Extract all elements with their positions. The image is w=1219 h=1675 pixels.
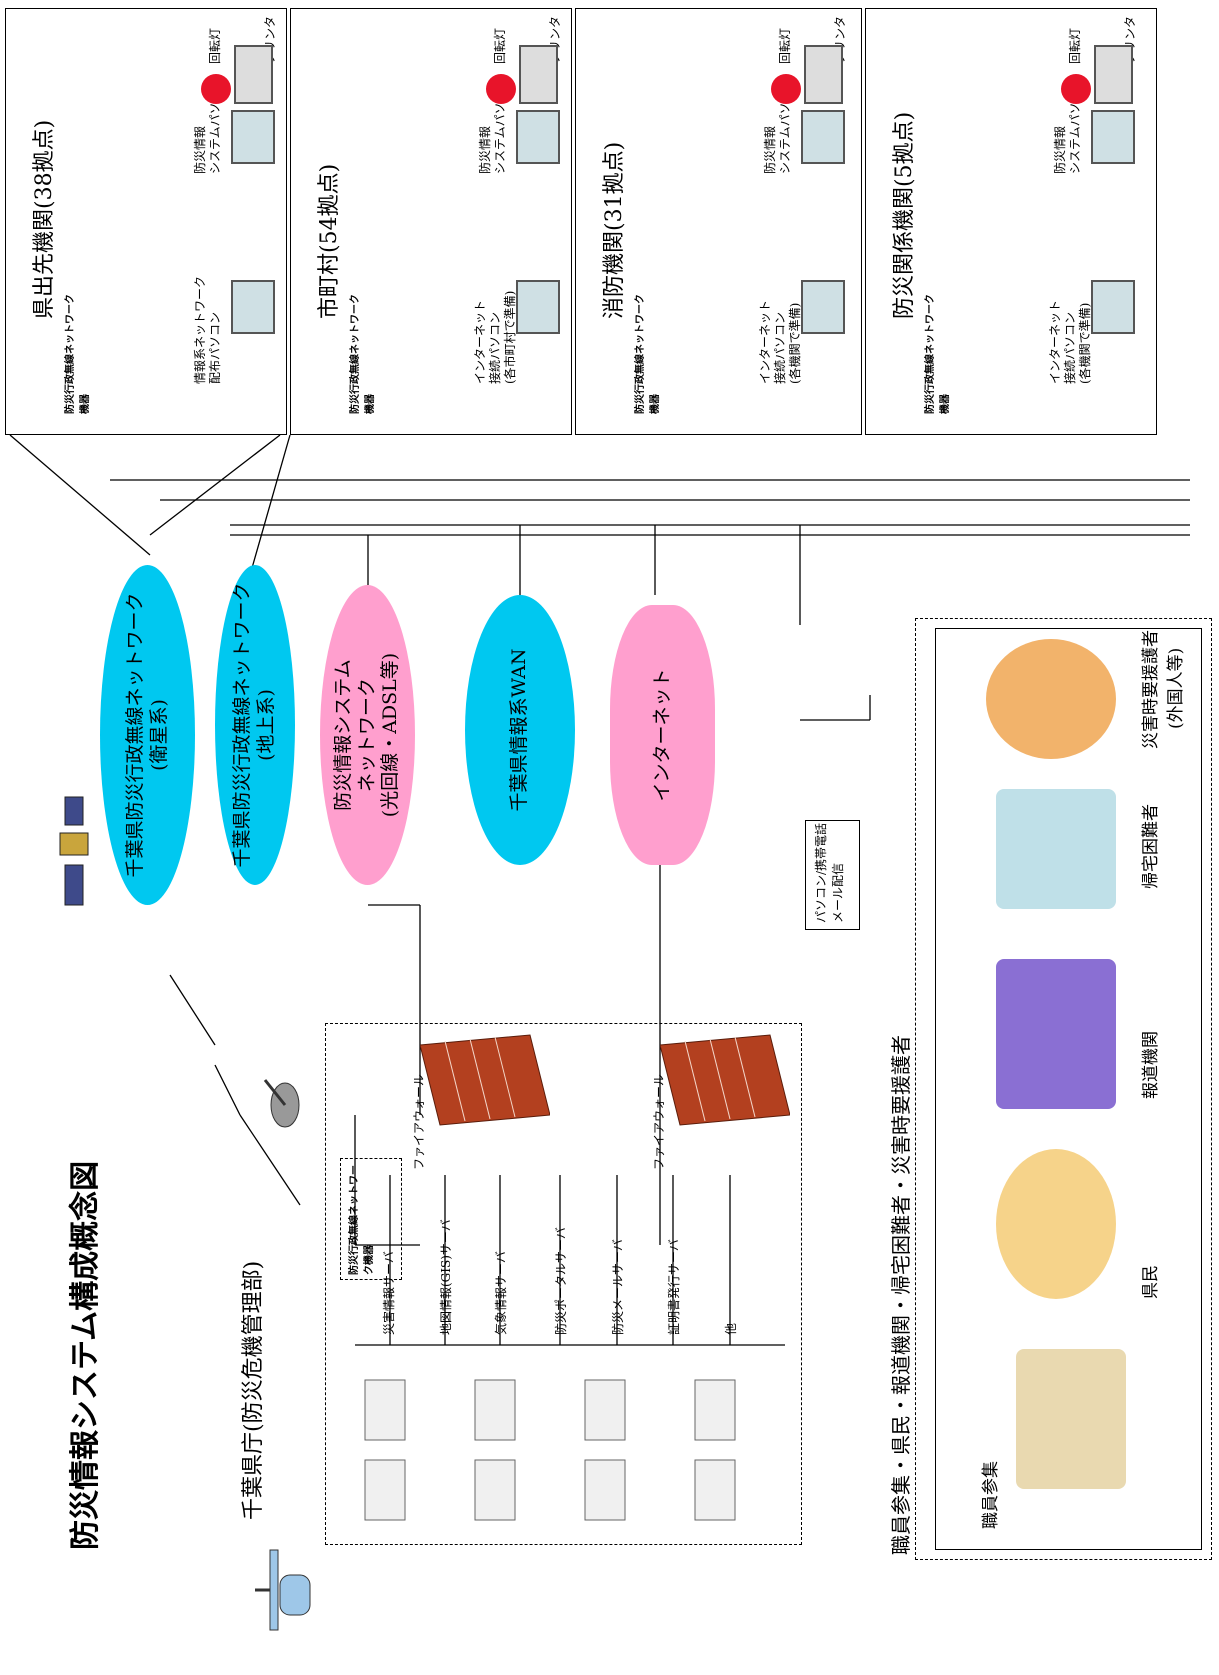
hq-radio-label: 防災行政無線ネットワーク機器 bbox=[349, 1165, 375, 1275]
site-panel: 県出先機関(38拠点) 防災行政無線ネットワーク機器 情報系ネットワーク 配布パ… bbox=[5, 8, 287, 435]
disaster-network-label: 防災情報システム bbox=[331, 659, 354, 811]
site-panel: 市町村(54拠点) 防災行政無線ネットワーク機器 インターネット 接続パソコン … bbox=[290, 8, 572, 435]
ground-network-label: 千葉県防災行政無線ネットワーク bbox=[231, 582, 254, 868]
beacon-icon bbox=[771, 74, 801, 104]
firewall-icon bbox=[419, 1025, 551, 1135]
recipient-label: 職員参集 bbox=[981, 1461, 1001, 1529]
site-title: 市町村(54拠点) bbox=[317, 163, 342, 319]
recipient-label: 報道機関 bbox=[1141, 1031, 1161, 1099]
beacon-icon bbox=[201, 74, 231, 104]
recipient-label: 県民 bbox=[1141, 1265, 1161, 1299]
internet-cloud: インターネット bbox=[610, 605, 715, 865]
server-label: 他 bbox=[724, 1322, 738, 1335]
site-beacon-label: 回転灯 bbox=[493, 27, 507, 64]
dish-antenna-icon bbox=[255, 1065, 315, 1135]
disaster-network-sub2: (光回線・ADSL等) bbox=[379, 652, 402, 818]
people-icon bbox=[986, 639, 1116, 759]
recipients-panel: 職員参集 県民 報道機関 帰宅困難者 災害時要援護者 (外国人等) bbox=[935, 628, 1202, 1550]
satellite-icon bbox=[30, 795, 130, 915]
pc-icon bbox=[1091, 110, 1135, 164]
site-beacon-label: 回転灯 bbox=[1068, 27, 1082, 64]
firewall-label: ファイアウォール bbox=[652, 1073, 666, 1170]
delivery-label-2: メール配信 bbox=[831, 862, 845, 923]
firewall-icon bbox=[659, 1025, 791, 1135]
pc-icon bbox=[516, 280, 560, 334]
satellite-network-sub: (衛星系) bbox=[147, 699, 170, 771]
firewall-label: ファイアウォール bbox=[412, 1073, 426, 1170]
site-radio-label: 防災行政無線ネットワーク機器 bbox=[65, 294, 91, 414]
server-label: 証明書発行サーバ bbox=[667, 1239, 681, 1335]
helicopter-icon bbox=[250, 1540, 320, 1640]
delivery-box: パソコン/携帯電話 メール配信 bbox=[805, 820, 860, 930]
recipients-heading: 職員参集・県民・報道機関・帰宅困難者・災害時要援護者 bbox=[889, 1035, 913, 1555]
printer-icon bbox=[519, 45, 558, 104]
disaster-network-sub: ネットワーク bbox=[355, 678, 378, 793]
people-icon bbox=[996, 789, 1116, 909]
recipient-label: 災害時要援護者 bbox=[1141, 630, 1161, 749]
ground-network-sub: (地上系) bbox=[255, 689, 277, 761]
site-beacon-label: 回転灯 bbox=[208, 27, 222, 64]
printer-icon bbox=[1094, 45, 1133, 104]
server-label: 防災メールサーバ bbox=[611, 1239, 625, 1335]
disaster-network: 防災情報システム ネットワーク (光回線・ADSL等) bbox=[320, 585, 415, 885]
people-icon bbox=[1016, 1349, 1126, 1489]
site-radio-label: 防災行政無線ネットワーク機器 bbox=[925, 294, 951, 414]
pc-icon bbox=[801, 280, 845, 334]
printer-icon bbox=[804, 45, 843, 104]
pc-icon bbox=[801, 110, 845, 164]
site-panel: 防災関係機関(5拠点) 防災行政無線ネットワーク機器 インターネット 接続パソコ… bbox=[865, 8, 1157, 435]
people-icon bbox=[996, 1149, 1116, 1299]
people-icon bbox=[996, 959, 1116, 1109]
pc-icon bbox=[231, 280, 275, 334]
beacon-icon bbox=[486, 74, 516, 104]
recipient-label-sub: (外国人等) bbox=[1166, 647, 1186, 729]
wan-network-label: 千葉県情報系WAN bbox=[508, 648, 531, 812]
server-label: 地図情報(GIS)サーバ bbox=[439, 1219, 453, 1335]
pc-icon bbox=[231, 110, 275, 164]
page-title: 防災情報システム構成概念図 bbox=[68, 1160, 103, 1550]
site-radio-label: 防災行政無線ネットワーク機器 bbox=[350, 294, 376, 414]
server-label: 防災ポータルサーバ bbox=[554, 1227, 568, 1335]
pc-icon bbox=[1091, 280, 1135, 334]
site-title: 消防機関(31拠点) bbox=[602, 141, 627, 319]
site-title: 防災関係機関(5拠点) bbox=[892, 111, 917, 319]
satellite-network-label: 千葉県防災行政無線ネットワーク bbox=[123, 592, 146, 878]
satellite-network: 千葉県防災行政無線ネットワーク (衛星系) bbox=[100, 565, 195, 905]
site-beacon-label: 回転灯 bbox=[778, 27, 792, 64]
beacon-icon bbox=[1061, 74, 1091, 104]
delivery-label: パソコン/携帯電話 bbox=[814, 822, 828, 923]
site-panel: 消防機関(31拠点) 防災行政無線ネットワーク機器 インターネット 接続パソコン… bbox=[575, 8, 862, 435]
site-title: 県出先機関(38拠点) bbox=[32, 119, 57, 319]
site-pc-label-2: 配布パソコン bbox=[208, 311, 222, 384]
pc-icon bbox=[516, 110, 560, 164]
printer-icon bbox=[234, 45, 273, 104]
server-label: 気象情報サーバ bbox=[494, 1251, 508, 1335]
server-label: 災害情報サーバ bbox=[382, 1251, 396, 1335]
server-rack-icons bbox=[355, 1350, 785, 1530]
site-radio-label: 防災行政無線ネットワーク機器 bbox=[635, 294, 661, 414]
hq-title: 千葉県庁(防災危機管理部) bbox=[241, 1260, 266, 1520]
ground-network: 千葉県防災行政無線ネットワーク (地上系) bbox=[215, 565, 295, 885]
wan-network: 千葉県情報系WAN bbox=[465, 595, 575, 865]
recipient-label: 帰宅困難者 bbox=[1141, 804, 1161, 889]
internet-label: インターネット bbox=[650, 668, 673, 802]
